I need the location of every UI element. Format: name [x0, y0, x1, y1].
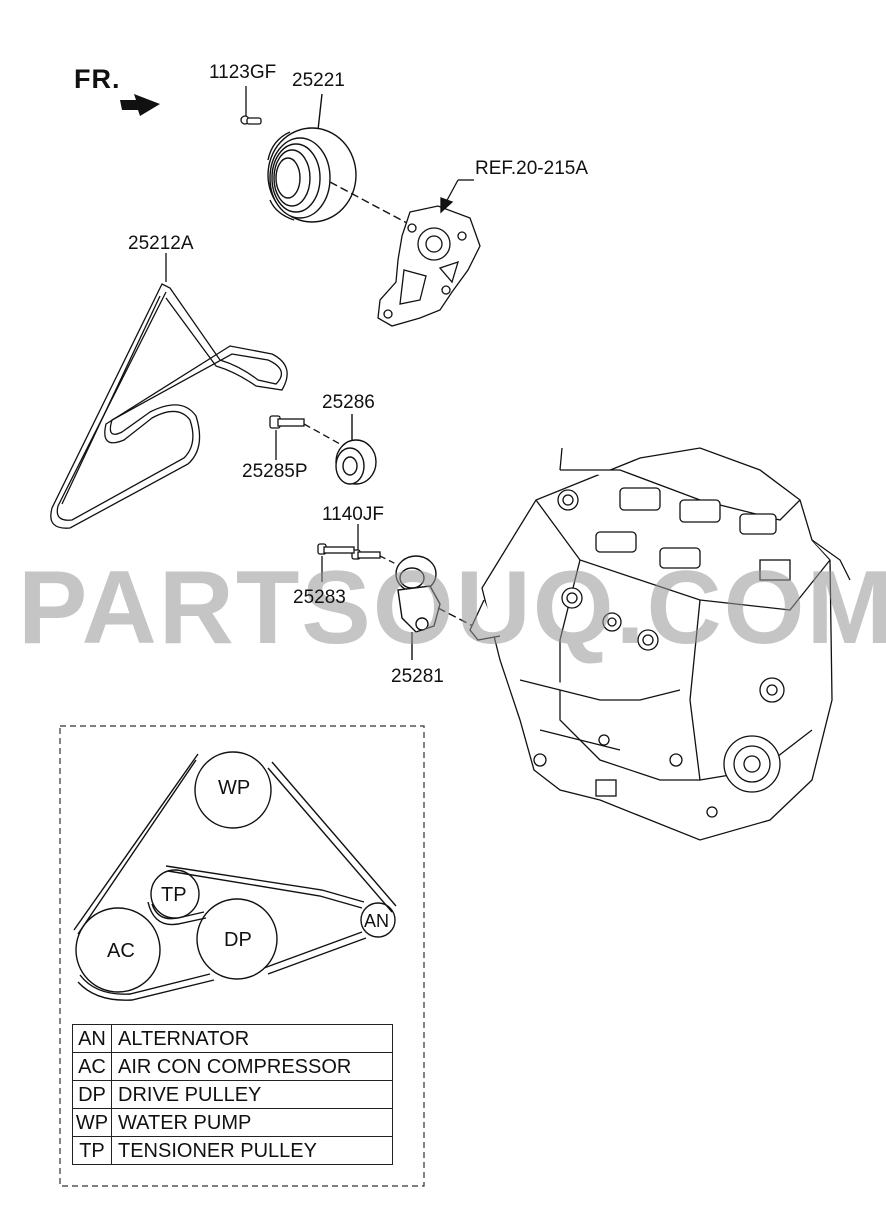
- idler-bolt-25285p: [269, 415, 341, 460]
- legend-code: WP: [72, 1108, 112, 1137]
- legend-desc: DRIVE PULLEY: [111, 1080, 393, 1109]
- legend-code: AN: [72, 1024, 112, 1053]
- label-1123gf[interactable]: 1123GF: [209, 62, 277, 83]
- legend-code: AC: [72, 1052, 112, 1081]
- belt-layout-frame: [59, 725, 425, 1187]
- label-25286[interactable]: 25286: [322, 392, 375, 413]
- pulley-label-ac: AC: [107, 940, 135, 962]
- pulley-an: [360, 902, 396, 938]
- label-25212a[interactable]: 25212A: [128, 233, 194, 254]
- legend-desc: WATER PUMP: [111, 1108, 393, 1137]
- pulley-wp: [194, 751, 272, 829]
- label-25221[interactable]: 25221: [292, 70, 345, 91]
- belt-routing-schematic: [73, 751, 397, 1001]
- pulley-label-tp: TP: [161, 884, 187, 906]
- legend-desc: TENSIONER PULLEY: [111, 1136, 393, 1165]
- label-ref-20-215a[interactable]: REF.20-215A: [475, 158, 589, 179]
- pulley-dp: [196, 898, 278, 980]
- label-25281[interactable]: 25281: [391, 666, 444, 687]
- legend-code: DP: [72, 1080, 112, 1109]
- front-arrow-icon: [120, 94, 160, 116]
- water-pump-housing: [377, 205, 481, 327]
- legend-desc: ALTERNATOR: [111, 1024, 393, 1053]
- label-25285p[interactable]: 25285P: [242, 461, 308, 482]
- idler-pulley-25286: [335, 414, 377, 485]
- legend-table: AN ALTERNATOR AC AIR CON COMPRESSOR DP D…: [72, 1024, 393, 1165]
- engine-assembly: [469, 447, 851, 841]
- pulley-ac: [75, 907, 161, 993]
- tensioner-25281: [395, 555, 501, 660]
- legend-row: AC AIR CON COMPRESSOR: [72, 1052, 393, 1081]
- pulley-label-an: AN: [364, 911, 390, 931]
- front-direction-label: FR.: [74, 64, 121, 94]
- legend-code: TP: [72, 1136, 112, 1165]
- pulley-label-wp: WP: [218, 777, 251, 799]
- pulley-label-dp: DP: [224, 929, 252, 951]
- ref-leader: [440, 179, 474, 214]
- drive-belt-25212a: [50, 253, 288, 529]
- watermark: PARTSOUQ.COM: [18, 550, 886, 666]
- label-1140jf[interactable]: 1140JF: [322, 504, 384, 525]
- bolt-1123gf: [240, 86, 262, 125]
- label-25283[interactable]: 25283: [293, 587, 346, 608]
- legend-row: WP WATER PUMP: [72, 1108, 393, 1137]
- legend-row: TP TENSIONER PULLEY: [72, 1136, 393, 1165]
- tensioner-bolts: [317, 524, 401, 582]
- legend-desc: AIR CON COMPRESSOR: [111, 1052, 393, 1081]
- legend-row: DP DRIVE PULLEY: [72, 1080, 393, 1109]
- water-pump-pulley-25221: [267, 93, 421, 231]
- legend-row: AN ALTERNATOR: [72, 1024, 393, 1053]
